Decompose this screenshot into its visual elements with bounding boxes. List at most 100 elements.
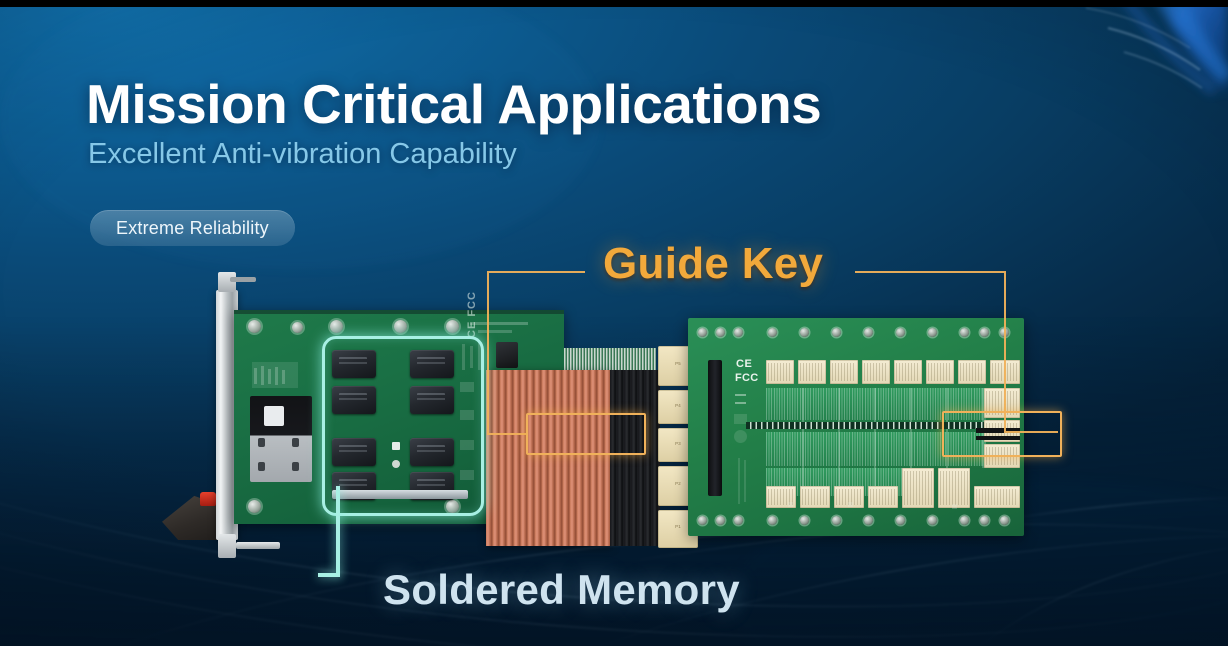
mounting-hole <box>768 328 777 337</box>
memory-chip <box>410 438 454 466</box>
mounting-hole <box>896 328 905 337</box>
silkscreen-mark <box>478 342 481 370</box>
soldered-memory-highlight <box>322 336 484 516</box>
mounting-hole <box>716 328 725 337</box>
mounting-pad <box>292 322 303 333</box>
mounting-pad <box>446 320 459 333</box>
mounting-pad <box>248 320 261 333</box>
backplane-connector <box>798 360 826 384</box>
silkscreen-mark <box>952 504 957 509</box>
mounting-hole <box>960 328 969 337</box>
mounting-hole <box>928 516 937 525</box>
mounting-hole <box>864 516 873 525</box>
mounting-hole <box>980 328 989 337</box>
ce-fcc-marking: CE FCC <box>466 291 478 338</box>
backplane-connector <box>766 360 794 384</box>
silkscreen-mark <box>460 410 474 420</box>
status-badge-label: Extreme Reliability <box>116 217 269 238</box>
silkscreen-mark <box>254 368 257 384</box>
connector-block-label: P2 <box>675 481 681 487</box>
mounting-hole <box>698 328 707 337</box>
ejector-latch-red <box>200 492 216 506</box>
backplane-connector <box>800 486 830 508</box>
page-subtitle: Excellent Anti-vibration Capability <box>88 138 517 170</box>
mounting-hole <box>768 516 777 525</box>
mounting-pad <box>394 320 407 333</box>
silkscreen-mark <box>734 414 747 424</box>
routing-divider <box>838 388 840 496</box>
backplane-connector <box>830 360 858 384</box>
front-panel-faceplate <box>216 290 238 540</box>
guide-key-highlight-left <box>526 413 646 455</box>
decoupling-cap <box>392 460 400 468</box>
faceplate-top-pin <box>230 277 256 282</box>
silkscreen-mark <box>460 440 474 450</box>
silkscreen-mark <box>470 322 528 325</box>
silkscreen-mark <box>268 369 271 384</box>
connector-block-label: P3 <box>675 440 681 446</box>
io-screw-hole <box>258 438 265 447</box>
connector-block-label: P5 <box>675 361 681 367</box>
silkscreen-mark <box>275 367 278 385</box>
mounting-pad <box>330 320 343 333</box>
mounting-hole <box>1000 516 1009 525</box>
mounting-hole <box>698 516 707 525</box>
mounting-hole <box>734 328 743 337</box>
silkscreen-mark <box>460 470 474 480</box>
soldered-memory-label: Soldered Memory <box>383 566 740 613</box>
backplane-connector <box>868 486 898 508</box>
memory-chip <box>332 386 376 414</box>
io-screw-hole <box>258 462 265 471</box>
ce-marking: CE <box>736 358 753 370</box>
black-backplane-connector <box>610 370 660 546</box>
pcb-top-edge <box>234 310 564 314</box>
status-badge: Extreme Reliability <box>90 210 295 246</box>
soldered-memory-leader-elbow <box>318 573 340 577</box>
soldered-memory-leader-stem <box>336 486 340 576</box>
silkscreen-mark <box>738 458 740 504</box>
page-title: Mission Critical Applications <box>86 73 822 135</box>
guide-key-label: Guide Key <box>603 239 824 288</box>
mounting-pad <box>446 500 459 513</box>
decoupling-cap <box>392 442 400 450</box>
mounting-hole <box>832 328 841 337</box>
backplane-connector <box>862 360 890 384</box>
guide-key-highlight-right <box>942 411 1062 457</box>
silkscreen-mark <box>744 460 746 502</box>
memory-chip <box>410 350 454 378</box>
faceplate-bottom-pin <box>236 542 280 549</box>
pcb-substrate: CE FCC <box>234 291 698 548</box>
faceplate-bottom-ejector <box>218 534 236 558</box>
backplane-connector <box>990 360 1020 384</box>
backplane-connector <box>958 360 986 384</box>
mounting-pad <box>248 500 261 513</box>
memory-slot-rail <box>332 490 468 499</box>
backplane-connector <box>894 360 922 384</box>
guide-key-pin <box>976 436 1020 440</box>
top-letterbox-bar <box>0 0 1228 7</box>
faceplate-top-ejector <box>218 272 236 292</box>
smd-component <box>496 342 518 368</box>
silkscreen-mark <box>460 382 474 392</box>
backplane-connector <box>938 468 970 508</box>
backplane-connector <box>766 486 796 508</box>
mounting-hole <box>980 516 989 525</box>
silkscreen-mark <box>252 362 298 388</box>
mounting-hole <box>864 328 873 337</box>
mounting-hole <box>800 516 809 525</box>
silkscreen-mark <box>735 402 746 404</box>
mounting-hole <box>928 328 937 337</box>
routing-divider <box>910 388 912 496</box>
processor-board: CE FCC <box>162 272 698 577</box>
routing-divider <box>802 388 804 496</box>
fcc-marking: FCC <box>735 372 759 384</box>
mounting-hole <box>832 516 841 525</box>
silkscreen-mark <box>261 366 264 385</box>
mounting-hole <box>734 516 743 525</box>
io-screw-hole <box>292 438 299 447</box>
backplane-edge-slot <box>708 360 722 496</box>
backplane-connector <box>834 486 864 508</box>
silkscreen-mark <box>478 330 512 333</box>
gold-finger-contacts <box>564 348 656 370</box>
memory-chip <box>410 386 454 414</box>
